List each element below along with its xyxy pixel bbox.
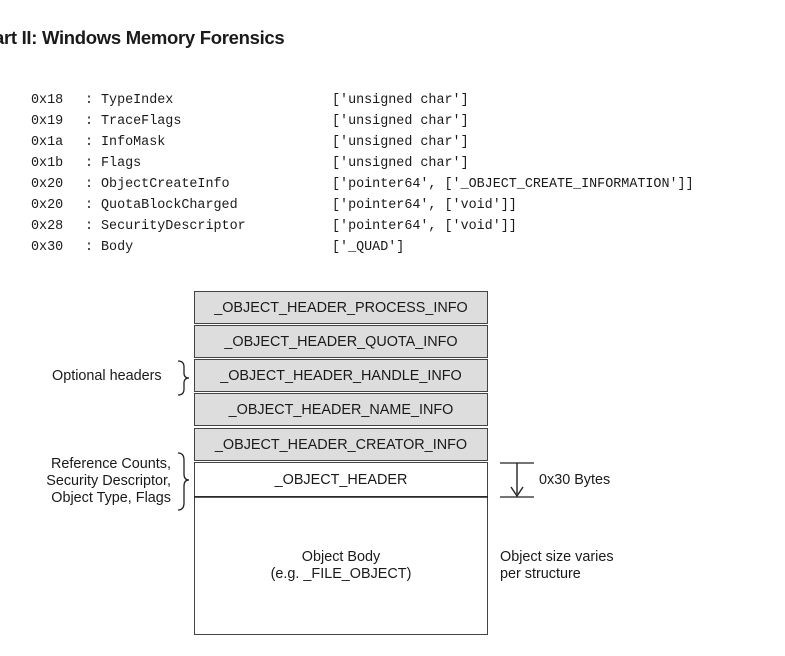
code-field-name: SecurityDescriptor <box>101 219 246 234</box>
code-field-type: ['pointer64', ['void']] <box>332 198 517 213</box>
code-field-name: Body <box>101 240 134 255</box>
object-size-label: Object size varies per structure <box>500 549 614 583</box>
optional-header-quota-info: _OBJECT_HEADER_QUOTA_INFO <box>194 325 488 358</box>
object-body-example: (e.g. _FILE_OBJECT) <box>270 565 412 582</box>
optional-headers-brace <box>177 360 190 396</box>
optional-header-process-info: _OBJECT_HEADER_PROCESS_INFO <box>194 291 488 324</box>
code-field-type: ['pointer64', ['_OBJECT_CREATE_INFORMATI… <box>332 177 694 192</box>
code-colon: : <box>85 198 94 213</box>
code-offset: 0x30 <box>31 240 64 255</box>
code-field-type: ['unsigned char'] <box>332 114 469 129</box>
object-body-title: Object Body <box>301 548 381 565</box>
optional-header-name-info: _OBJECT_HEADER_NAME_INFO <box>194 393 488 426</box>
optional-headers-label: Optional headers <box>52 368 162 384</box>
code-field-name: ObjectCreateInfo <box>101 177 230 192</box>
code-offset: 0x19 <box>31 114 64 129</box>
header-size-label: 0x30 Bytes <box>539 472 611 488</box>
optional-header-handle-info: _OBJECT_HEADER_HANDLE_INFO <box>194 359 488 392</box>
code-colon: : <box>85 219 94 234</box>
code-colon: : <box>85 177 94 192</box>
optional-header-creator-info: _OBJECT_HEADER_CREATOR_INFO <box>194 428 488 461</box>
label-line: Reference Counts, <box>51 456 171 472</box>
code-field-type: ['unsigned char'] <box>332 135 469 150</box>
code-field-name: TraceFlags <box>101 114 182 129</box>
object-header-box: _OBJECT_HEADER <box>194 462 488 497</box>
code-field-type: ['unsigned char'] <box>332 156 469 171</box>
label-line: Object Type, Flags <box>51 490 171 506</box>
code-field-name: InfoMask <box>101 135 166 150</box>
code-colon: : <box>85 93 94 108</box>
code-field-type: ['_QUAD'] <box>332 240 405 255</box>
object-body-box: Object Body (e.g. _FILE_OBJECT) <box>194 496 488 635</box>
code-offset: 0x1a <box>31 135 64 150</box>
code-colon: : <box>85 135 94 150</box>
code-field-type: ['pointer64', ['void']] <box>332 219 517 234</box>
code-colon: : <box>85 156 94 171</box>
code-colon: : <box>85 114 94 129</box>
code-offset: 0x18 <box>31 93 64 108</box>
label-line: Object size varies <box>500 549 614 565</box>
code-colon: : <box>85 240 94 255</box>
code-offset: 0x20 <box>31 198 64 213</box>
code-offset: 0x28 <box>31 219 64 234</box>
object-header-fields-label: Reference Counts, Security Descriptor, O… <box>30 456 171 507</box>
code-offset: 0x1b <box>31 156 64 171</box>
code-field-type: ['unsigned char'] <box>332 93 469 108</box>
code-field-name: Flags <box>101 156 142 171</box>
code-field-name: TypeIndex <box>101 93 174 108</box>
code-field-name: QuotaBlockCharged <box>101 198 238 213</box>
page-header: art II: Windows Memory Forensics <box>0 27 285 48</box>
code-offset: 0x20 <box>31 177 64 192</box>
object-header-fields-brace <box>177 452 190 511</box>
label-line: Security Descriptor, <box>46 473 171 489</box>
label-line: per structure <box>500 566 581 582</box>
size-arrow-head <box>510 486 524 498</box>
